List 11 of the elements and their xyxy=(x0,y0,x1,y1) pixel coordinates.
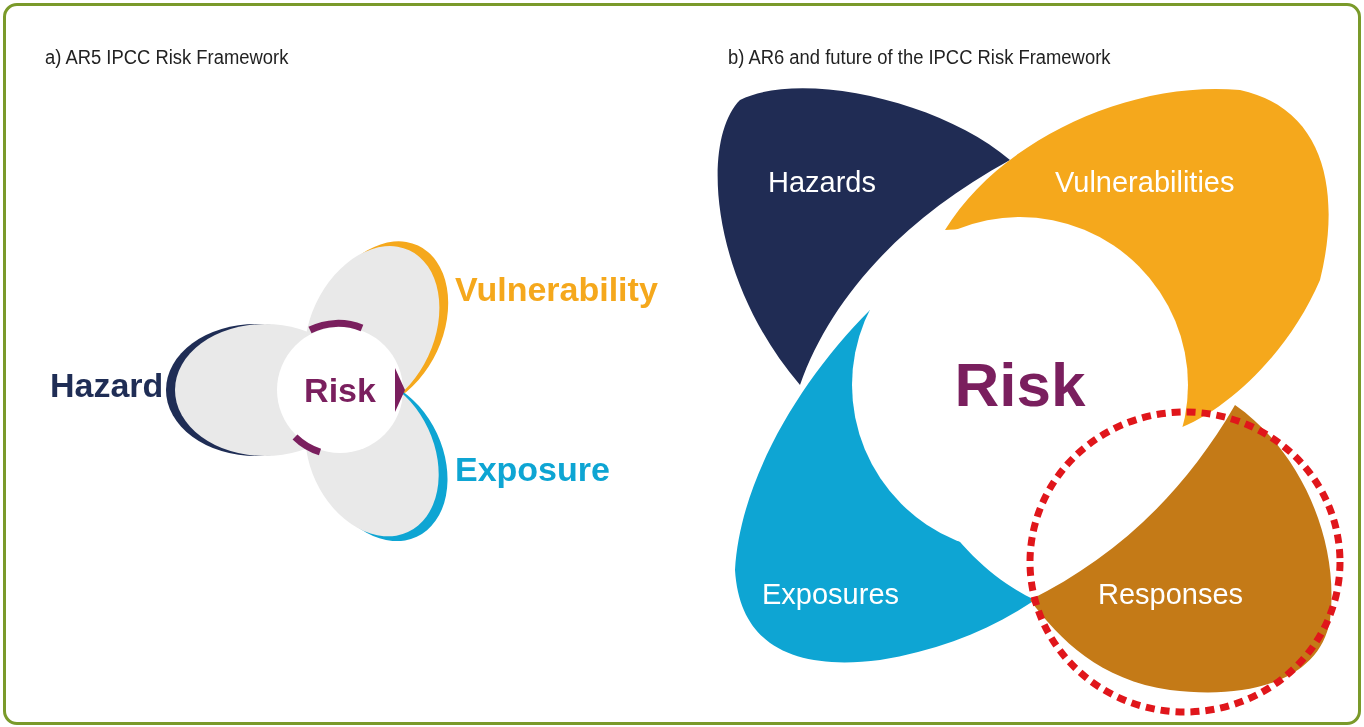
risk-label: Risk xyxy=(304,373,376,407)
factor-label: Hazard xyxy=(50,368,164,402)
petal-label: Vulnerabilities xyxy=(1055,168,1235,197)
petal-label: Hazards xyxy=(768,168,876,197)
risk-label: Risk xyxy=(954,354,1086,416)
panel-heading: b) AR6 and future of the IPCC Risk Framework xyxy=(728,46,1111,69)
factor-label: Vulnerability xyxy=(455,272,658,306)
petal-label: Responses xyxy=(1098,580,1244,609)
panel-heading: a) AR5 IPCC Risk Framework xyxy=(45,46,289,69)
petal-label: Exposures xyxy=(762,580,899,609)
factor-label: Exposure xyxy=(455,452,610,486)
